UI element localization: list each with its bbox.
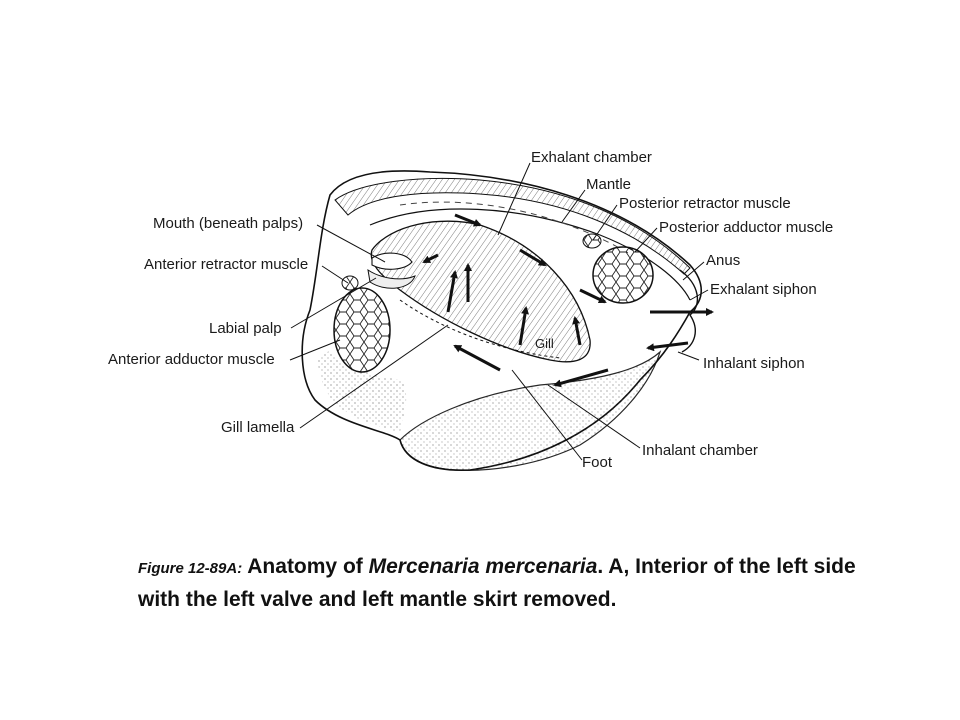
- posterior-retractor-shape: [582, 233, 602, 249]
- figure-number: Figure 12-89A:: [138, 560, 243, 577]
- label-exhalant-siphon: Exhalant siphon: [710, 281, 817, 298]
- flow-arrow: [518, 306, 529, 346]
- label-anterior-adductor: Anterior adductor muscle: [108, 351, 275, 368]
- flow-arrow: [553, 368, 609, 388]
- labial-palp-shape: [367, 268, 416, 289]
- flow-arrow: [519, 248, 547, 267]
- label-posterior-adductor: Posterior adductor muscle: [659, 219, 833, 236]
- flow-arrow: [572, 316, 582, 346]
- foot-shape: [399, 350, 662, 471]
- label-inhalant-chamber: Inhalant chamber: [642, 442, 758, 459]
- label-foot: Foot: [582, 454, 613, 471]
- flow-arrow: [422, 253, 439, 264]
- figure-caption: Figure 12-89A: Anatomy of Mercenaria mer…: [138, 551, 858, 615]
- label-gill-lamella: Gill lamella: [221, 419, 295, 436]
- label-mouth: Mouth (beneath palps): [153, 215, 303, 232]
- mantle-edge: [369, 208, 691, 301]
- flow-arrows: [422, 213, 714, 388]
- flow-arrow: [646, 341, 689, 352]
- mantle-dashed-line: [399, 201, 641, 261]
- caption-text-1: Anatomy of: [247, 555, 363, 578]
- mouth-palp-shape: [371, 252, 413, 270]
- siphon-region: [679, 269, 699, 353]
- label-exhalant-chamber: Exhalant chamber: [531, 149, 652, 166]
- anterior-retractor-shape: [341, 275, 359, 291]
- posterior-adductor-shape: [592, 246, 654, 304]
- anterior-shell-stipple: [318, 350, 407, 432]
- flow-arrow: [446, 270, 458, 313]
- label-posterior-retractor: Posterior retractor muscle: [619, 195, 791, 212]
- species-name: Mercenaria mercenaria: [368, 555, 598, 578]
- label-inhalant-siphon: Inhalant siphon: [703, 355, 805, 372]
- label-labial-palp: Labial palp: [209, 320, 282, 337]
- flow-arrow: [579, 288, 607, 304]
- label-anus: Anus: [706, 252, 740, 269]
- label-mantle: Mantle: [586, 176, 631, 193]
- leader-lines: [289, 162, 709, 461]
- caption-text-2: . A, Interior of the left side with the …: [138, 555, 856, 611]
- flow-arrow: [454, 213, 482, 227]
- flow-arrow: [453, 344, 501, 372]
- label-anterior-retractor: Anterior retractor muscle: [144, 256, 308, 273]
- hinge-band: [334, 177, 691, 275]
- anterior-adductor-shape: [333, 287, 391, 373]
- label-gill: Gill: [535, 336, 554, 351]
